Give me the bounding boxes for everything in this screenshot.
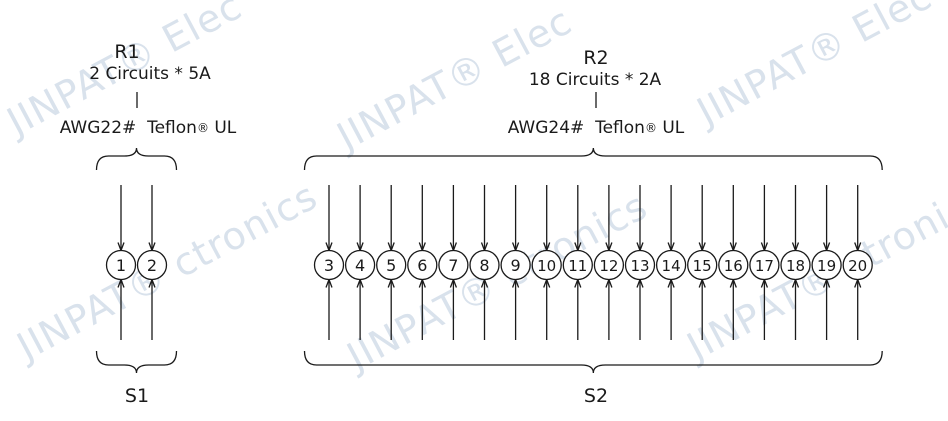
pin-label-7: 7 xyxy=(448,256,458,275)
pin-label-1: 1 xyxy=(116,256,126,275)
pin-circle-9 xyxy=(500,249,531,281)
pin-circle-3 xyxy=(313,249,345,281)
r2-cert: UL xyxy=(662,118,685,138)
pin-label-14: 14 xyxy=(662,257,681,275)
r2-wire-spec: AWG24# Teflon® UL xyxy=(508,118,685,138)
pin-label-12: 12 xyxy=(599,257,618,275)
pin-circle-5 xyxy=(376,249,407,281)
r2-title: R2 xyxy=(583,47,609,69)
pin-circle-1 xyxy=(105,249,137,281)
r2-top-brace xyxy=(303,147,883,171)
pin-circle-11 xyxy=(562,249,593,281)
r1-circuits: 2 Circuits * 5A xyxy=(89,64,211,84)
s1-label: S1 xyxy=(124,385,150,407)
r1-bottom-brace xyxy=(95,350,178,374)
pin-label-2: 2 xyxy=(147,256,157,275)
pin-label-11: 11 xyxy=(568,257,587,275)
pin-circle-8 xyxy=(469,249,500,281)
pin-circle-18 xyxy=(780,249,811,281)
s2-label: S2 xyxy=(583,385,609,407)
pin-label-5: 5 xyxy=(386,256,396,275)
pin-circle-17 xyxy=(749,249,780,281)
r1-title: R1 xyxy=(114,41,140,63)
r1-registered-mark: ® xyxy=(196,121,209,135)
pin-circle-13 xyxy=(624,249,656,281)
pin-circle-14 xyxy=(655,249,687,281)
r1-wire-gauge: AWG22# xyxy=(59,118,137,138)
r1-top-brace xyxy=(95,147,178,171)
pin-label-20: 20 xyxy=(848,257,867,275)
pin-circle-6 xyxy=(407,249,438,281)
pin-label-13: 13 xyxy=(630,257,649,275)
pin-label-15: 15 xyxy=(693,257,712,275)
pin-label-17: 17 xyxy=(755,257,774,275)
pin-label-8: 8 xyxy=(479,256,489,275)
pin-circle-16 xyxy=(718,249,749,281)
r2-registered-mark: ® xyxy=(644,121,657,135)
pin-circle-20 xyxy=(842,249,873,281)
pin-label-9: 9 xyxy=(511,256,521,275)
r1-cert: UL xyxy=(214,118,237,138)
r1-wire-spec: AWG22# Teflon® UL xyxy=(60,118,237,138)
pin-circle-4 xyxy=(344,249,376,281)
pin-circle-12 xyxy=(593,249,625,281)
pin-circle-7 xyxy=(438,249,469,281)
r2-insulation: Teflon xyxy=(595,118,645,138)
r2-wire-gauge: AWG24# xyxy=(507,118,585,138)
pin-label-6: 6 xyxy=(417,256,427,275)
pin-circle-15 xyxy=(687,249,718,281)
pin-label-3: 3 xyxy=(324,256,334,275)
r1-insulation: Teflon xyxy=(147,118,197,138)
pin-circle-2 xyxy=(136,249,168,281)
pin-circle-10 xyxy=(531,249,562,281)
r2-circuits: 18 Circuits * 2A xyxy=(528,70,662,90)
r2-bottom-brace xyxy=(303,350,883,374)
pin-label-18: 18 xyxy=(786,257,805,275)
pin-label-10: 10 xyxy=(537,257,556,275)
pin-label-16: 16 xyxy=(724,257,743,275)
pin-label-19: 19 xyxy=(817,257,836,275)
pin-circle-19 xyxy=(811,249,842,281)
pin-label-4: 4 xyxy=(355,256,365,275)
